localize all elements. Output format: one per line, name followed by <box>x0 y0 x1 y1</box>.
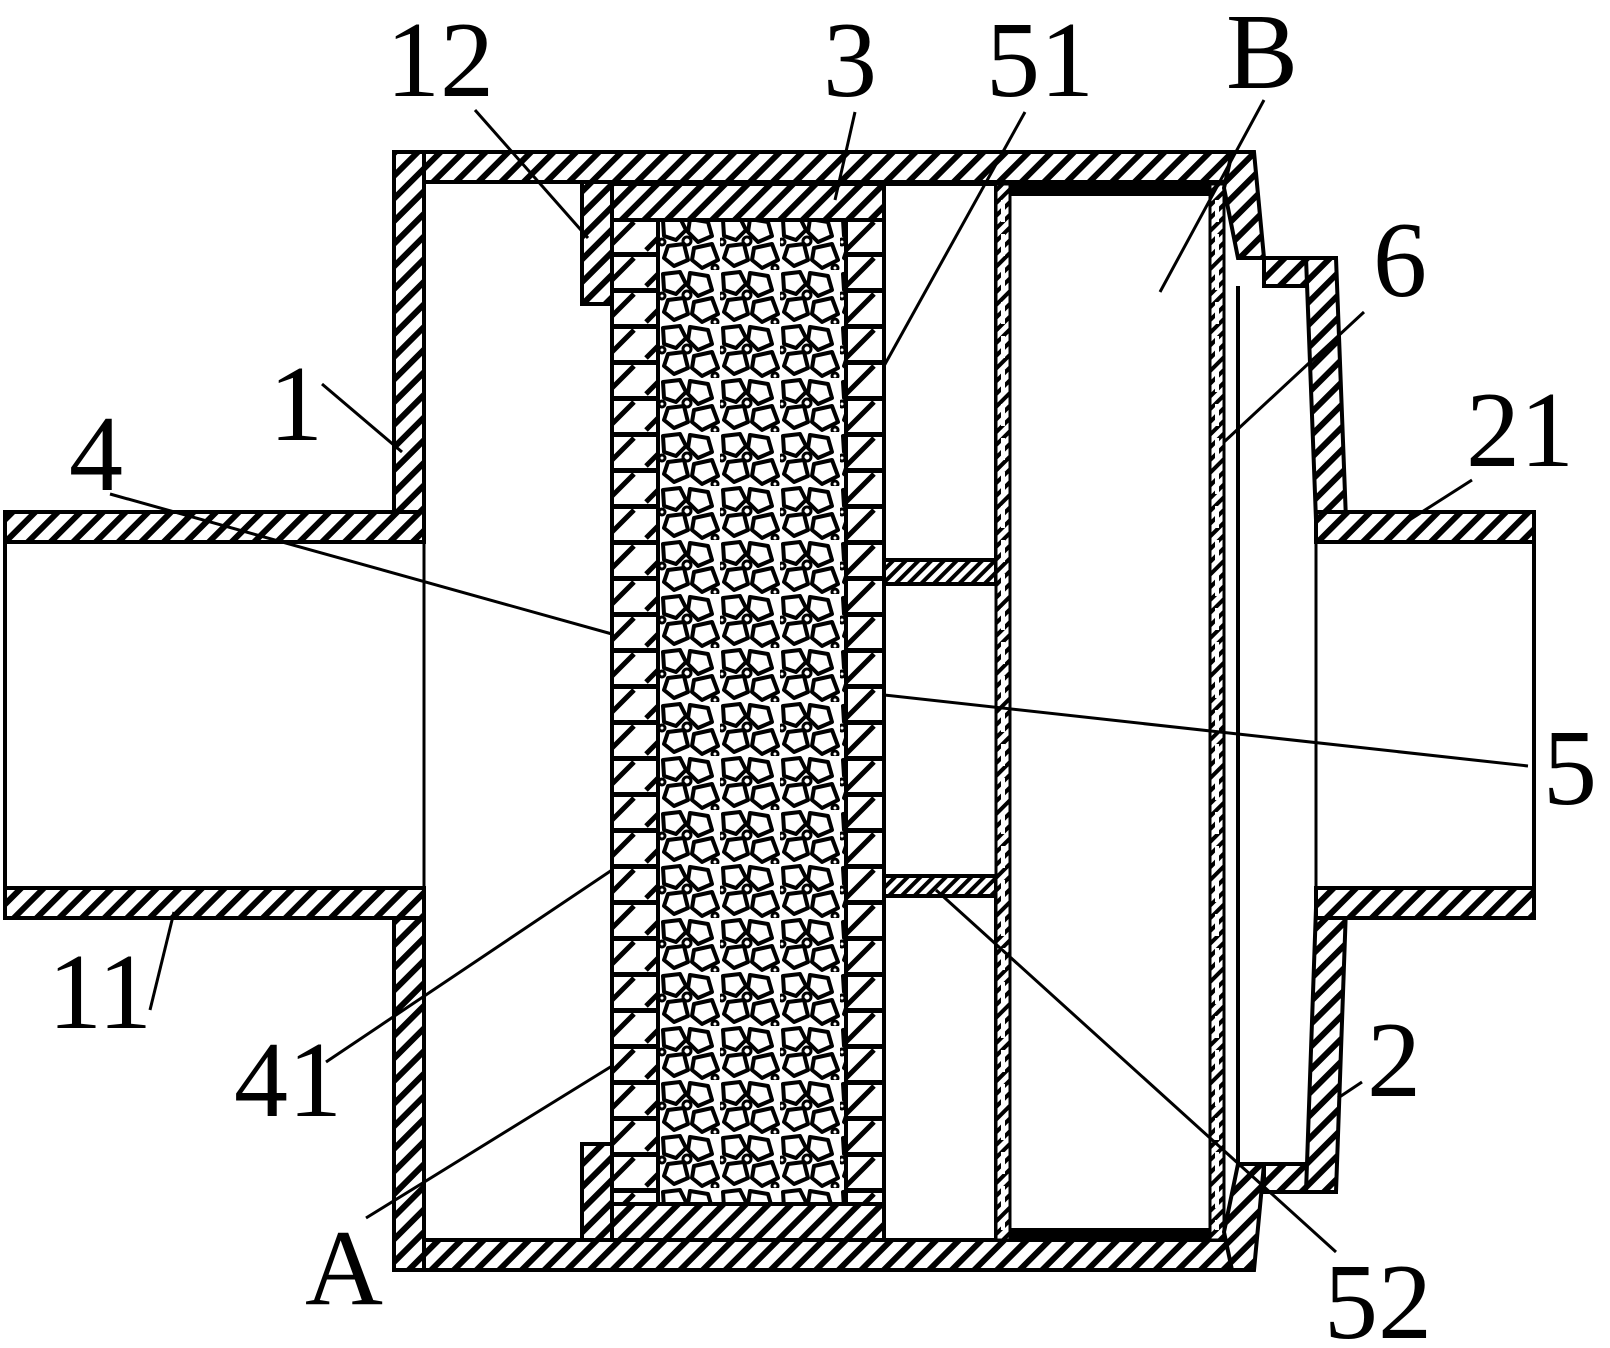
outlet-pipe <box>1314 510 1536 920</box>
housing-right <box>1221 150 1349 1272</box>
filter-frame <box>610 182 886 1242</box>
label-41: 41 <box>234 1021 342 1140</box>
label-a: A <box>305 1209 383 1328</box>
label-b: B <box>1226 0 1298 112</box>
label-2: 2 <box>1367 1001 1421 1120</box>
leader-lines <box>109 99 1529 1254</box>
reference-labels: 12 3 51 B 6 21 5 2 52 1 4 11 41 A <box>48 0 1597 1348</box>
label-51: 51 <box>986 1 1094 120</box>
label-4: 4 <box>69 395 123 514</box>
label-52: 52 <box>1324 1243 1432 1343</box>
support-tube <box>882 182 1012 1242</box>
label-11: 11 <box>48 933 152 1052</box>
inlet-pipe <box>3 510 426 920</box>
label-3: 3 <box>823 1 877 120</box>
label-1: 1 <box>269 345 323 464</box>
label-6: 6 <box>1373 201 1427 320</box>
label-21: 21 <box>1466 371 1574 490</box>
label-5: 5 <box>1543 709 1597 828</box>
label-12: 12 <box>386 1 494 120</box>
housing-left <box>392 150 1234 1272</box>
